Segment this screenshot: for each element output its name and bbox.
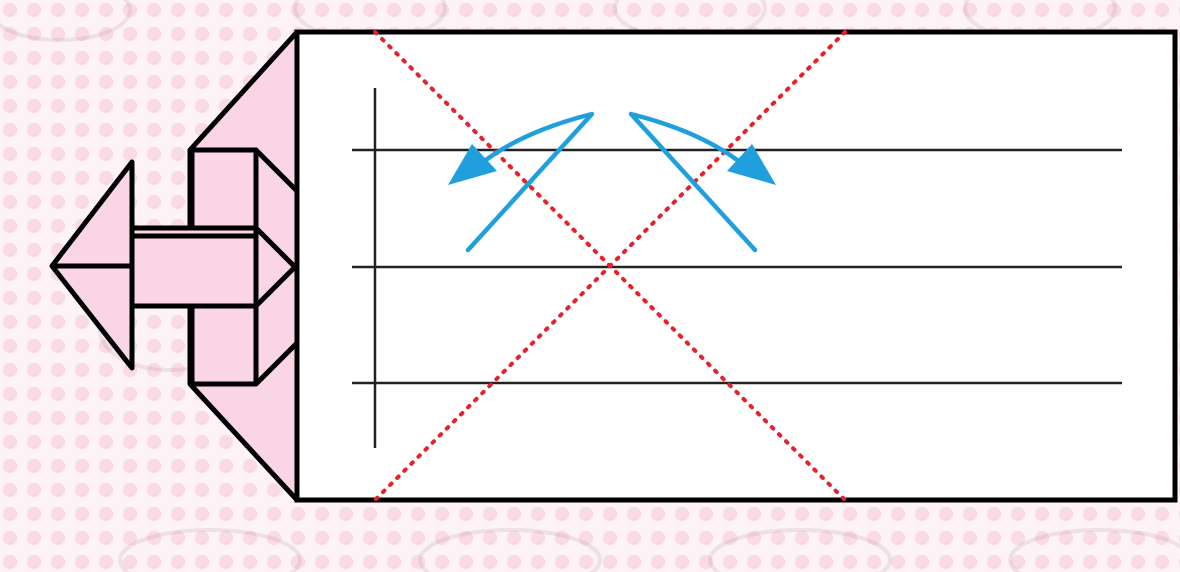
folded-flap-group — [52, 32, 334, 500]
horizontal-strip — [132, 228, 256, 306]
